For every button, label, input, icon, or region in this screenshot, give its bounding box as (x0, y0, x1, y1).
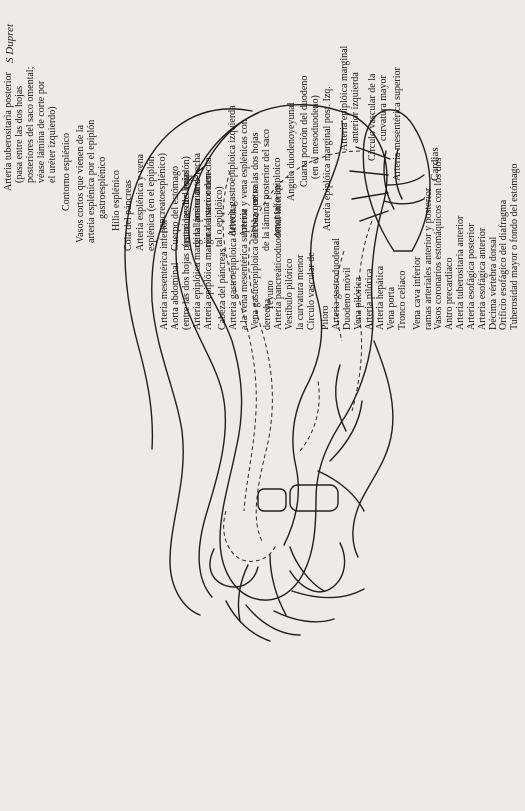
pancreas-outline (353, 341, 393, 557)
label-lamina-posterior: de la lámina posterior del saco (262, 129, 273, 251)
label-arteria-gastroduodenal: Arteria gastroduodenal (332, 238, 343, 330)
label-vasos-cortos: Vasos cortos que vienen de la (76, 125, 87, 243)
label-vasos-coronarios: Vasos coronarios estomáquicos con los do… (434, 158, 445, 330)
label-arteria-esofagica-anterior: Arteria esofágica anterior (478, 228, 489, 330)
label-arteria-tuberositaria-anterior: Arteria tuberositaria anterior (456, 216, 467, 330)
label-rior-saco: rior del saco omen- (204, 170, 215, 247)
label-entre-dos-hojas: (entre las dos hojas (182, 170, 193, 247)
label-vena-pilorica: Vena pilórica (354, 277, 365, 330)
label-mesoduodeno: (en el mesoduodeno) (311, 95, 322, 179)
label-arteria-esplenica-por-epiplon: arteria esplénica por el epiplón (87, 120, 98, 243)
label-cardias: Cardias (430, 147, 441, 181)
label-contorno-esplenico: Contorno esplénico (62, 133, 73, 211)
label-cuerpo-estomago: Cuerpo del estómago (171, 166, 182, 251)
label-vena-cava-inferior: Vena cava inferior (413, 257, 424, 330)
label-posteriores-saco: posteriores del saco omental; (26, 67, 37, 183)
label-antro-precardiaco: Antro precardíaco (445, 258, 456, 330)
label-anterior-izquierda: anterior izquierda (351, 72, 362, 143)
label-vease-lamina: véase lámina de corte por (37, 81, 48, 183)
label-arteria-mesenterica-inferior: Arteria mesentérica inferior (160, 219, 171, 330)
label-duodeno-movil: Duodeno móvil (343, 268, 354, 331)
label-vena-esplenica-epiplon: esplénica (en el epiplón (147, 156, 158, 251)
label-angulo-duodenoyeyunal: Angulo duodenoyeyunal (287, 102, 298, 201)
label-orificio-esofagico: Orificio esofágico del diafragma (499, 200, 510, 330)
jejunum-vessels (226, 589, 364, 641)
label-arteria-pilorica: Arteria pilórica (365, 269, 376, 330)
mesenteric-vessels (238, 547, 324, 621)
label-tronco-celiaco: Tronco celíaco (398, 271, 409, 330)
label-arteria-mesenterica-superior: Arteria mesentérica superior (393, 67, 404, 181)
label-arteria-vena-esplenicas: Arteria y vena esplénicas con (240, 119, 251, 237)
label-vestibulo-pilorico: Vestíbulo pilórico (285, 259, 296, 330)
label-gastroepiploica-izquierda: Arteria gastroepiploica izquierda (228, 105, 239, 237)
label-hilio-esplenico: Hilio esplénico (112, 170, 123, 231)
label-tuberosidad-mayor: Tuberosidad mayor o fondo del estómago (510, 163, 521, 330)
label-pancreatoesplenico: pancreatoesplénico) (158, 153, 169, 233)
label-lamina-ante: de la lámina ante- (193, 176, 204, 247)
label-circulo-vascular-mayor: Círculo vascular de la (368, 74, 379, 161)
label-vena-porta: Vena porta (387, 287, 398, 330)
portal-vessels (318, 365, 364, 511)
label-epiploica-marginal-post-izq: Arteria epiplóica marginal post. Izq. (323, 86, 334, 231)
label-curvatura-menor: la curvatura menor (296, 254, 307, 330)
label-pasa-entre: (pasa entre las dos hojas (15, 86, 26, 183)
label-yeyuno: Yeyuno (266, 280, 277, 311)
label-bazo-entre-hojas: el bazo entre las dos hojas (251, 132, 262, 237)
signature: S Dupret (4, 24, 16, 63)
label-tal-epiploico: tal o epiplóico) (215, 186, 226, 247)
dashed-duodenum (224, 381, 320, 561)
label-ramas-arteriales: ramas arteriales anterior y posterior (424, 188, 435, 330)
label-circulo-vascular-menor: Círculo vascular de (307, 252, 318, 330)
label-arteria-tuberositaria-posterior: Arteria tuberositaria posterior (4, 72, 15, 191)
label-arteria-hepatica: Arteria hepática (376, 266, 387, 330)
aorta-cut (258, 489, 286, 511)
label-curvatura-mayor: curvatura mayor (379, 75, 390, 141)
label-cuarta-porcion-duodeno: Cuarta porción del duodeno (300, 76, 311, 187)
label-omental-epiploico: omental o epiploico (273, 158, 284, 237)
label-aorta-abdominal: Aorta abdominal (171, 263, 182, 330)
label-cabeza-pancreas: Cabeza del páncreas (218, 248, 229, 330)
label-ureter: el uréter izquierdo) (48, 106, 59, 183)
label-arteria-esofagica-posterior: Arteria esofágica posterior (467, 223, 478, 330)
label-piloro: Píloro (321, 306, 332, 330)
label-epiploica-marginal: Arteria epiplóica marginal (340, 46, 351, 151)
label-arteria-vena-esplenica: Arteria esplénica y vena (136, 154, 147, 251)
label-gastroesplenico: gastroesplénico (98, 157, 109, 219)
label-decima-vertebra: Décima vértebra dorsal (489, 237, 500, 330)
label-cola-pancreas: Cola del páncreas (124, 180, 135, 251)
duodenum (210, 543, 345, 592)
